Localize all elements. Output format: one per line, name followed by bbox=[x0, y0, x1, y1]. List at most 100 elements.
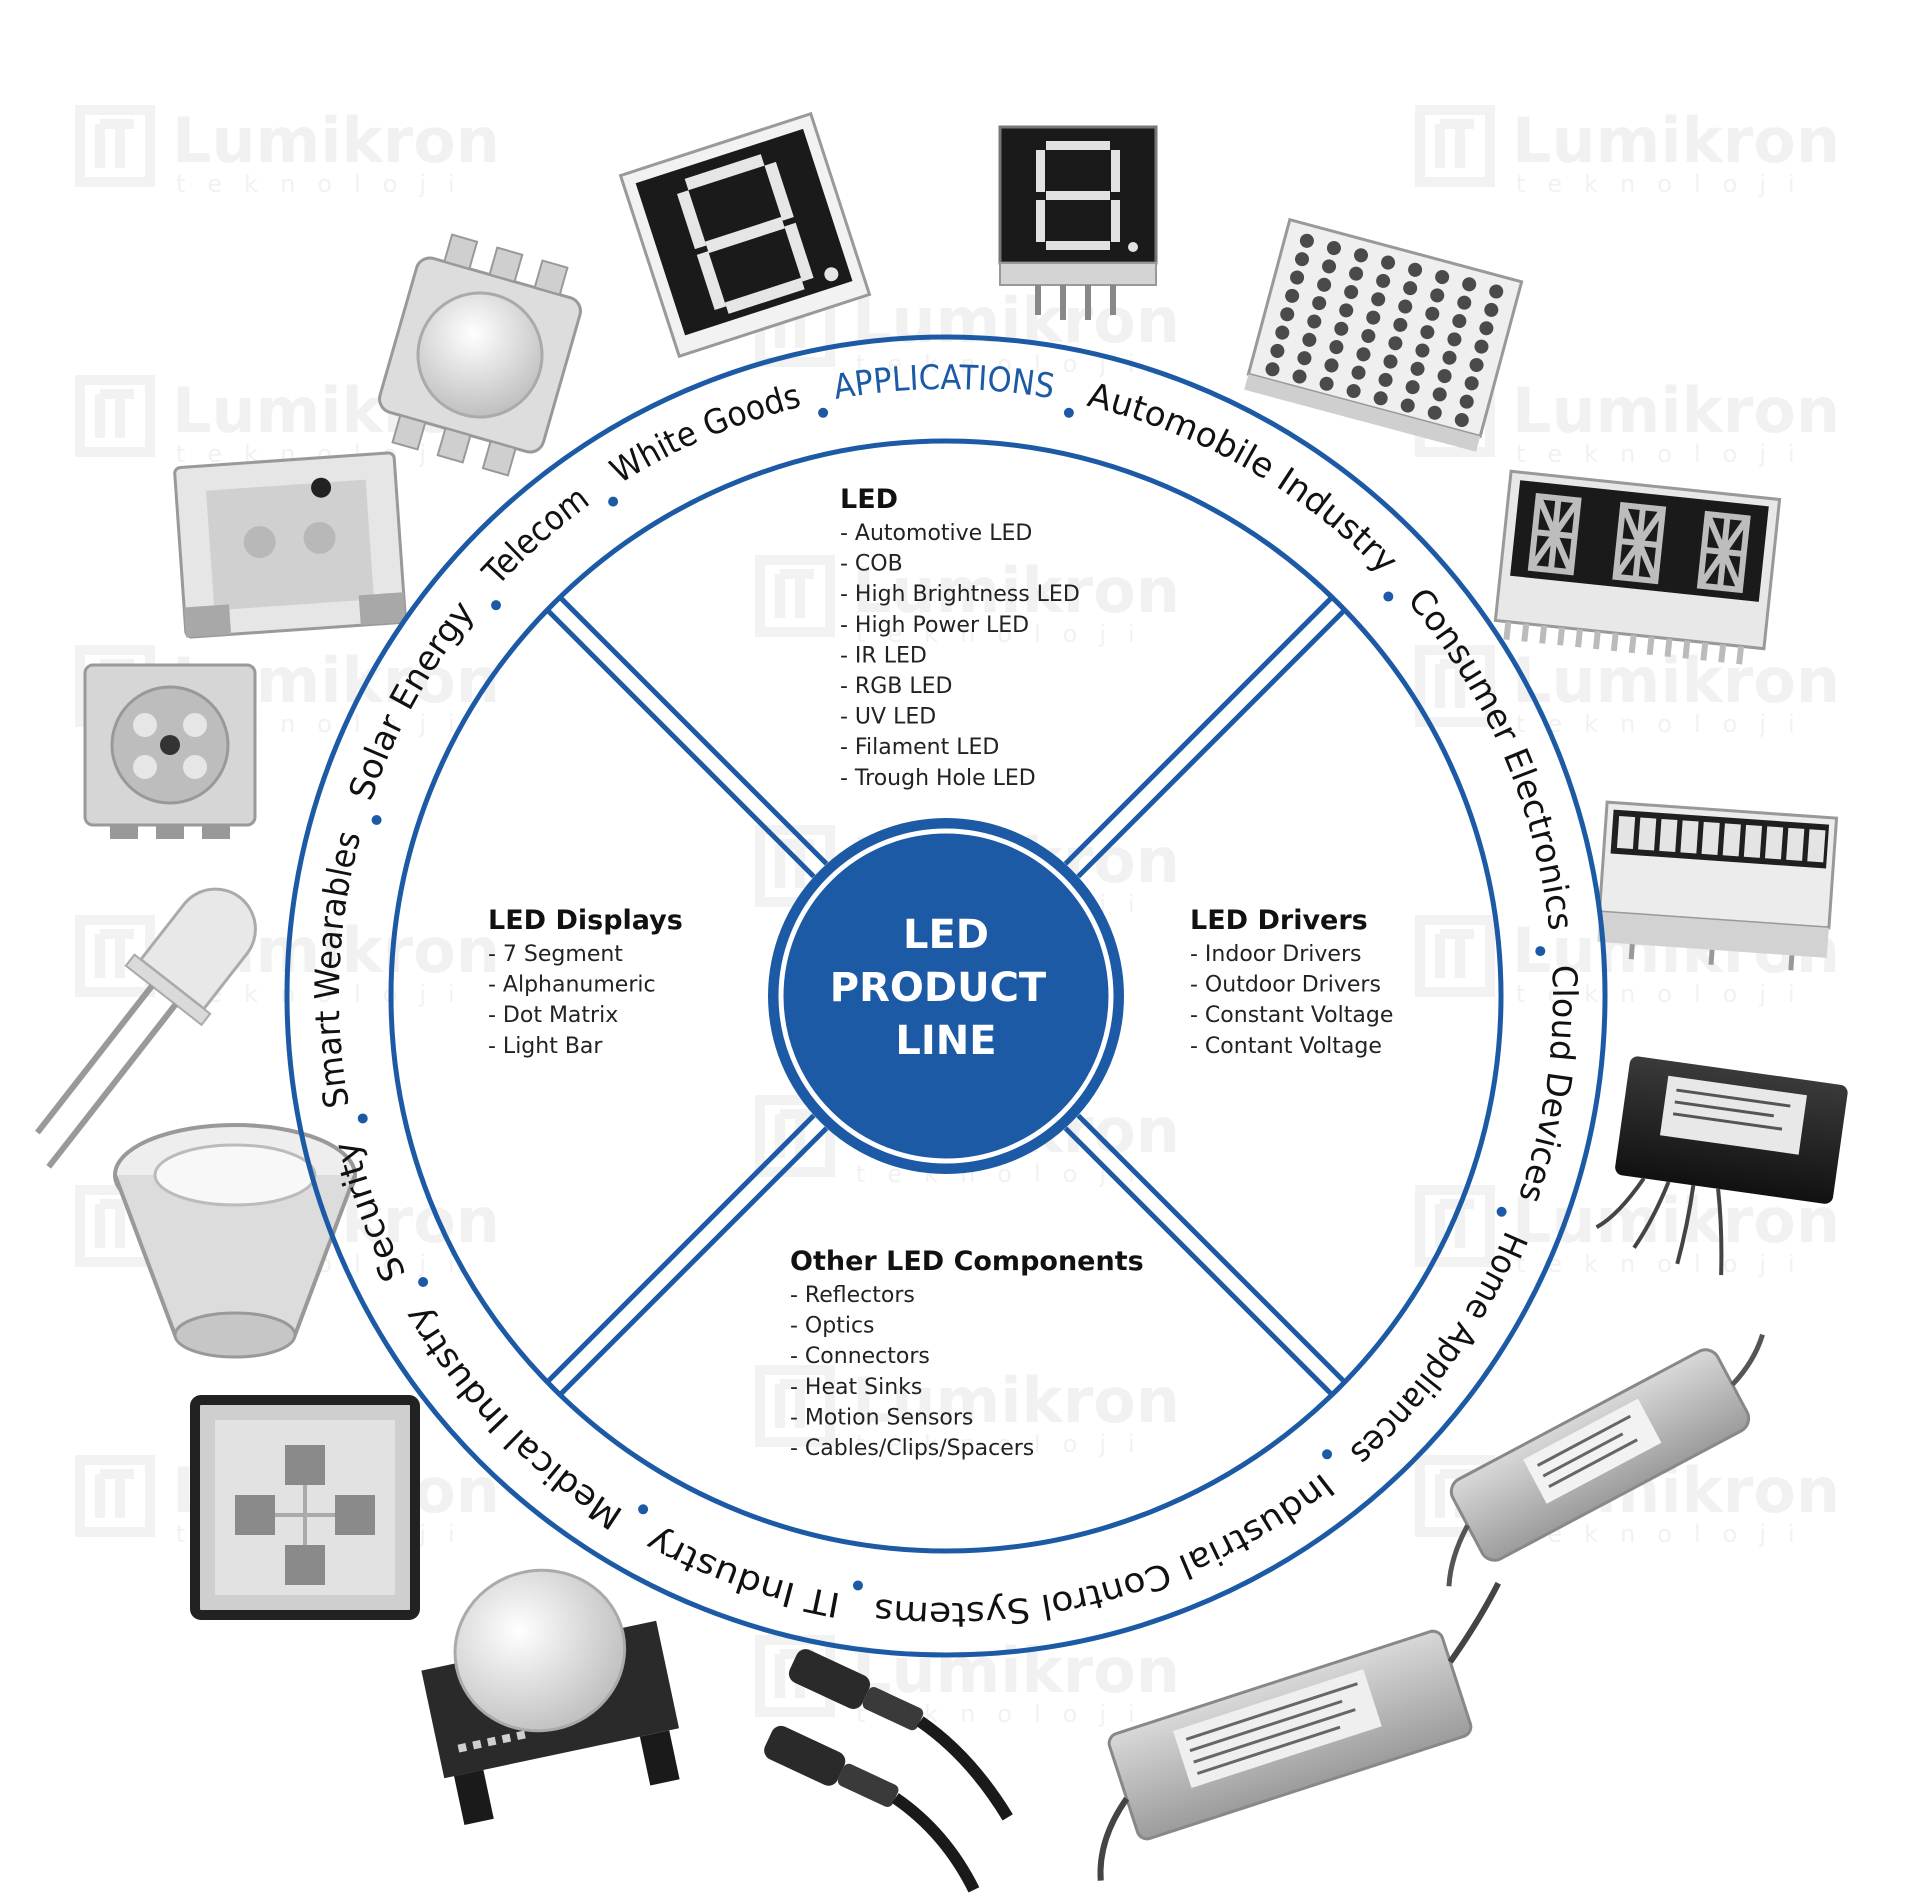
matrix-dot bbox=[1381, 255, 1396, 270]
sensor-pin bbox=[516, 1730, 526, 1741]
watermark-tagline: teknoloji bbox=[856, 1430, 1157, 1458]
watermark-brand: Lumikron bbox=[852, 1364, 1180, 1437]
watermark-logo-mark bbox=[1435, 929, 1474, 978]
matrix-dot bbox=[1378, 372, 1393, 387]
product-images bbox=[34, 111, 1848, 1893]
watermark-tagline: teknoloji bbox=[856, 620, 1157, 648]
ring-text-path: APPLICATIONS bbox=[831, 358, 1058, 408]
hub-label: LED PRODUCT LINE bbox=[830, 912, 1047, 1064]
matrix-dot bbox=[1353, 248, 1368, 263]
dot-matrix-display-image bbox=[1244, 217, 1524, 452]
category-item: - Cables/Clips/Spacers bbox=[790, 1436, 1034, 1461]
category-item: - 7 Segment bbox=[488, 942, 623, 967]
ring-text-path: White Goods bbox=[604, 376, 805, 492]
watermark-logo-mark bbox=[1435, 659, 1474, 708]
watermark-logo-icon bbox=[1415, 645, 1495, 727]
bar-segment bbox=[1764, 826, 1784, 860]
category-item: - Alphanumeric bbox=[488, 973, 656, 998]
ring-bullet bbox=[818, 407, 829, 418]
category-item: - IR LED bbox=[840, 643, 927, 668]
matrix-dot bbox=[1425, 306, 1440, 321]
hub-outer bbox=[768, 818, 1124, 1174]
bar-segment bbox=[1638, 817, 1657, 851]
hub-line-2: PRODUCT bbox=[830, 965, 1047, 1011]
matrix-dot bbox=[1371, 292, 1386, 307]
category-other-led-components: Other LED Components - Reflectors- Optic… bbox=[790, 1246, 1144, 1461]
matrix-dot bbox=[1334, 321, 1349, 336]
matrix-dot bbox=[1479, 321, 1494, 336]
watermark-brand: Lumikron bbox=[852, 1634, 1180, 1707]
category-item: - Light Bar bbox=[488, 1034, 603, 1059]
category-item: - RGB LED bbox=[840, 674, 952, 699]
ring-bullet bbox=[1322, 1449, 1333, 1460]
watermark-logo-icon bbox=[75, 1455, 155, 1537]
spoke-line bbox=[545, 608, 816, 879]
ring-bullet bbox=[608, 496, 619, 507]
spoke-line bbox=[558, 1126, 829, 1397]
matrix-dot bbox=[1299, 233, 1314, 248]
matrix-dot bbox=[1351, 365, 1366, 380]
matrix-dot bbox=[1346, 384, 1361, 399]
led-driver-indoor-image bbox=[1595, 1056, 1848, 1276]
matrix-dot bbox=[1430, 288, 1445, 303]
category-item: - Outdoor Drivers bbox=[1190, 973, 1381, 998]
ring-bullet bbox=[1063, 407, 1074, 418]
ring-bullet bbox=[1535, 946, 1546, 957]
matrix-dot bbox=[1329, 340, 1344, 355]
matrix-dot bbox=[1290, 270, 1305, 285]
display-pin bbox=[1682, 640, 1691, 659]
display-pin bbox=[1592, 630, 1601, 650]
category-item: - Filament LED bbox=[840, 735, 999, 760]
watermark-tagline: teknoloji bbox=[1516, 710, 1817, 738]
matrix-dot bbox=[1459, 394, 1474, 409]
matrix-dot bbox=[1420, 325, 1435, 340]
watermark-brand: Lumikron bbox=[1512, 374, 1840, 447]
alphanumeric-three-digit-image bbox=[1493, 469, 1782, 665]
watermark-brand: Lumikron bbox=[852, 284, 1180, 357]
category-item: - Contant Voltage bbox=[1190, 1034, 1382, 1059]
category-item: - Constant Voltage bbox=[1190, 1003, 1393, 1028]
watermark-tagline: teknoloji bbox=[1516, 1250, 1817, 1278]
spoke-line bbox=[558, 595, 829, 866]
category-item: - High Brightness LED bbox=[840, 582, 1080, 607]
matrix-dot bbox=[1427, 405, 1442, 420]
watermark-brand: Lumikron bbox=[172, 104, 500, 177]
rgb-smd-led-image bbox=[83, 663, 257, 839]
motion-sensor-image bbox=[421, 1568, 680, 1826]
category-led: LED - Automotive LED- COB- High Brightne… bbox=[840, 484, 1080, 791]
ring-bullet bbox=[638, 1504, 649, 1515]
watermark-logo-icon bbox=[755, 1095, 835, 1177]
watermark-logo-mark bbox=[775, 1379, 814, 1428]
spoke-line bbox=[1076, 1113, 1347, 1384]
bar-segment bbox=[1786, 827, 1805, 861]
bar-segment bbox=[1616, 815, 1636, 850]
ring-application-item: White Goods bbox=[604, 376, 805, 492]
watermark-logo-icon bbox=[1415, 105, 1495, 187]
ring-bullet bbox=[852, 1580, 863, 1591]
led-driver-outdoor-small-image bbox=[1446, 1333, 1765, 1587]
matrix-dot bbox=[1405, 380, 1420, 395]
matrix-dot bbox=[1270, 343, 1285, 358]
wheel-spokes bbox=[545, 595, 1347, 1397]
matrix-dot bbox=[1297, 351, 1312, 366]
watermark-brand: Lumikron bbox=[852, 554, 1180, 627]
ring-bullet bbox=[491, 600, 502, 611]
inner-ring bbox=[388, 438, 1504, 1554]
matrix-dot bbox=[1398, 299, 1413, 314]
display-pin bbox=[1575, 629, 1583, 648]
matrix-dot bbox=[1464, 376, 1479, 391]
ir-smd-led-image bbox=[173, 451, 407, 639]
watermark-logo-icon bbox=[755, 1365, 835, 1447]
matrix-dot bbox=[1410, 361, 1425, 376]
matrix-dot bbox=[1408, 262, 1423, 277]
ring-bullet bbox=[371, 814, 382, 825]
bar-segment bbox=[1701, 821, 1720, 855]
matrix-dot bbox=[1400, 398, 1415, 413]
bar-segment bbox=[1680, 820, 1699, 854]
matrix-dot bbox=[1312, 296, 1327, 311]
connectors-image bbox=[764, 1649, 1013, 1893]
matrix-dot bbox=[1393, 317, 1408, 332]
watermark-tagline: teknoloji bbox=[1516, 170, 1817, 198]
